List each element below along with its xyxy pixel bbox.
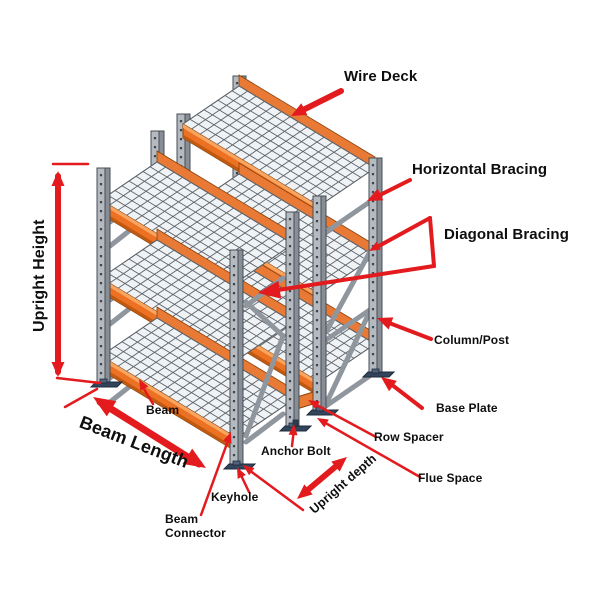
annotation-arrows [51,88,436,517]
label-horizontal-bracing: Horizontal Bracing [412,161,548,178]
upright-height-arrow [51,162,102,385]
label-row-spacer: Row Spacer [374,430,444,444]
back-rack [175,74,395,416]
label-beam: Beam [146,403,180,417]
front-rack-rear-right-post [284,210,301,431]
base-plate-arrow [377,371,424,410]
label-wire-deck: Wire Deck [344,68,418,85]
front-rack-front-right-post [228,248,245,469]
back-rack-front-right-post [311,194,328,415]
horizontal-bracing-arrow [364,178,412,207]
column-post-arrow [374,311,433,341]
label-keyhole: Keyhole [211,490,259,504]
flue-space-arrow [314,414,422,479]
label-beam-connector: Beam Connector [165,512,226,541]
beam-connector-arrow [199,430,236,517]
anchor-bolt-arrow [288,423,299,448]
front-rack [90,129,312,470]
label-flue-space: Flue Space [418,471,483,485]
label-base-plate: Base Plate [436,401,498,415]
beam-length-arrow [63,387,211,476]
label-anchor-bolt: Anchor Bolt [261,444,331,458]
upright-depth-arrow [240,452,352,512]
label-upright-height: Upright Height [31,219,48,333]
back-rack-bracing [323,198,374,409]
label-column-post: Column/Post [434,333,510,347]
wire-deck-arrow [287,88,344,122]
diagonal-bracing-arrow [256,216,436,302]
base-plate-part [362,368,395,378]
anchor-bolt-part [292,419,299,427]
front-rack-front-left-post [95,166,112,387]
label-diagonal-bracing: Diagonal Bracing [444,226,569,243]
beam-arrow [135,376,155,406]
row-spacer-arrow [305,396,378,439]
keyhole-arrow [232,465,251,494]
back-rack-rear-right-post [367,156,384,377]
